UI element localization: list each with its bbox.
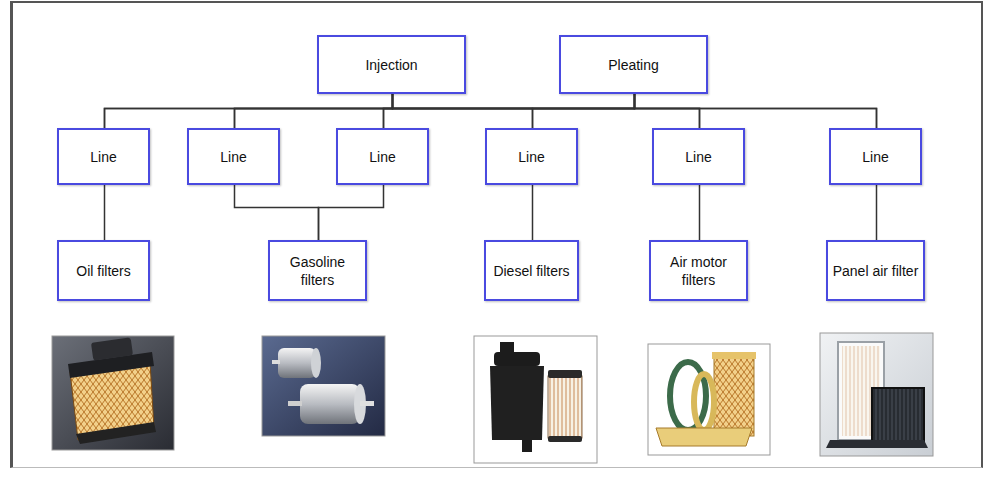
connector-line — [393, 94, 877, 128]
node-label: Oil filters — [72, 262, 134, 280]
process-box: Injection — [317, 35, 466, 94]
line-box: Line — [187, 128, 280, 185]
panel-air-filter-photo — [820, 333, 933, 456]
product-box: Gasoline filters — [268, 240, 367, 301]
node-label: Pleating — [604, 56, 663, 74]
air-motor-filter-photo — [648, 344, 770, 455]
product-box: Oil filters — [57, 240, 150, 301]
connector-line — [393, 94, 533, 128]
node-label: Panel air filter — [829, 262, 923, 280]
oil-filter-photo — [52, 336, 174, 450]
connector-line — [104, 185, 106, 240]
product-box: Panel air filter — [826, 240, 925, 301]
node-label: Line — [86, 148, 120, 166]
connector-line — [235, 185, 319, 240]
product-box: Diesel filters — [484, 240, 578, 301]
connector-line — [635, 94, 700, 128]
node-label: Air motor filters — [651, 253, 746, 289]
node-label: Injection — [361, 56, 421, 74]
line-box: Line — [336, 128, 429, 185]
gasoline-filter-photo — [262, 336, 385, 436]
line-box: Line — [57, 128, 150, 185]
node-label: Line — [681, 148, 715, 166]
node-label: Line — [216, 148, 250, 166]
line-box: Line — [652, 128, 745, 185]
connector-line — [384, 94, 393, 128]
line-box: Line — [485, 128, 578, 185]
connector-line — [105, 94, 635, 128]
connector-line — [319, 185, 384, 240]
product-box: Air motor filters — [649, 240, 748, 301]
node-label: Diesel filters — [489, 262, 573, 280]
connector-line — [532, 185, 534, 240]
connector-line — [699, 185, 701, 240]
line-box: Line — [829, 128, 922, 185]
diesel-filter-photo — [474, 336, 597, 463]
connector-line — [384, 94, 635, 128]
connector-line — [635, 94, 877, 128]
node-label: Line — [858, 148, 892, 166]
connector-line — [533, 94, 635, 128]
node-label: Line — [514, 148, 548, 166]
connector-line — [235, 94, 393, 128]
connector-line — [105, 94, 393, 128]
connector-line — [393, 94, 700, 128]
connector-line — [235, 94, 635, 128]
node-label: Line — [365, 148, 399, 166]
node-label: Gasoline filters — [270, 253, 365, 289]
process-box: Pleating — [559, 35, 708, 94]
connector-line — [876, 185, 878, 240]
